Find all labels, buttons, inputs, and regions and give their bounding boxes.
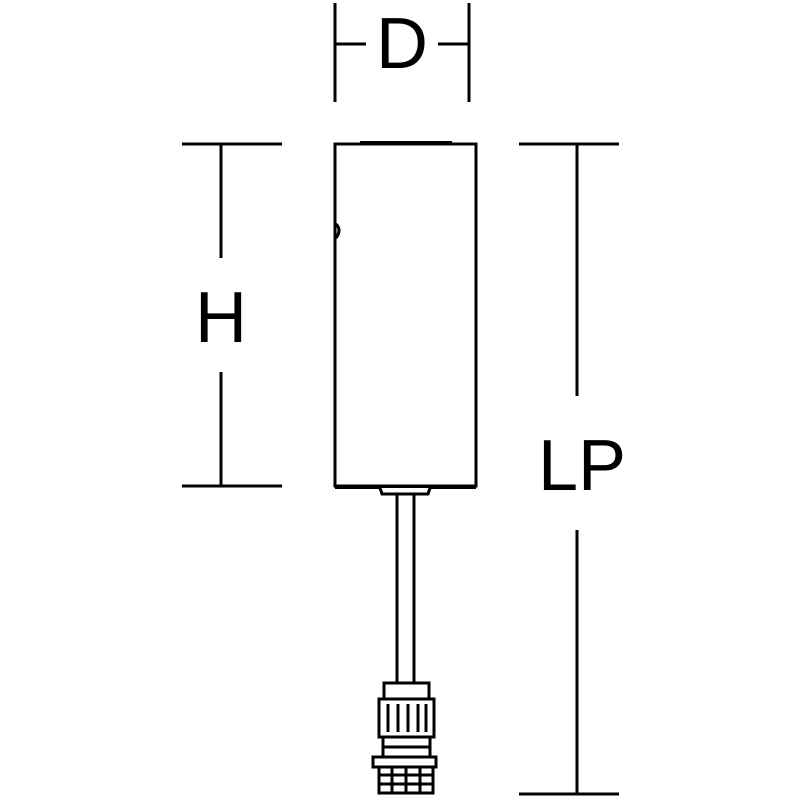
cylinder-body (333, 141, 478, 489)
height-dimension (182, 142, 282, 488)
body-outline (333, 142, 478, 488)
body-side-detail (334, 222, 341, 239)
overall-length-dimension (519, 142, 619, 796)
connector (371, 681, 438, 795)
cable-assembly (378, 487, 432, 686)
height-label: H (195, 278, 247, 358)
diameter-label: D (376, 4, 428, 84)
connector-collar (382, 681, 431, 701)
diameter-dimension (333, 3, 471, 102)
cable (395, 492, 416, 686)
overall-length-label: LP (538, 426, 626, 506)
